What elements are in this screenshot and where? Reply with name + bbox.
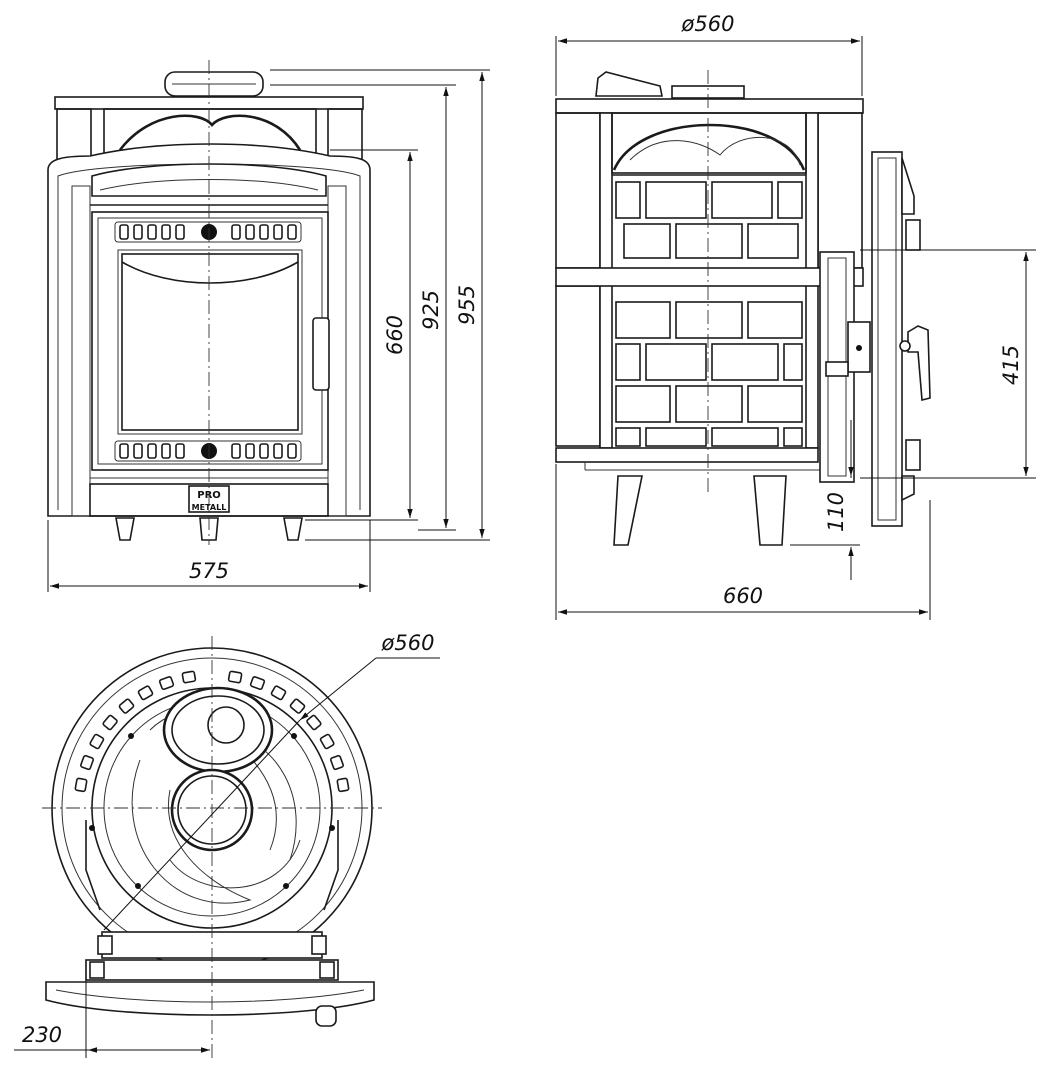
top-rear-outlet <box>162 686 274 774</box>
brand-logo-line2: METALL <box>192 503 227 512</box>
front-glass-window <box>121 253 299 431</box>
side-mesh-rear <box>817 112 863 269</box>
side-open-door <box>819 151 931 527</box>
front-door-handle <box>312 317 330 391</box>
side-door-panel <box>871 151 903 527</box>
top-view <box>42 636 382 1060</box>
top-door-plate <box>45 981 375 1016</box>
side-view <box>555 70 931 546</box>
front-door <box>91 211 329 471</box>
dim-front-height-925: 925 <box>419 290 443 330</box>
dim-side-door-height: 415 <box>999 345 1023 385</box>
side-bricks-lower <box>615 301 803 447</box>
side-leg-front <box>613 475 643 546</box>
side-middle-band <box>555 267 864 287</box>
front-dimensions: 575 660 925 955 <box>47 69 490 592</box>
side-dimensions: ø560 415 110 660 <box>555 12 1036 620</box>
top-vent-ring <box>74 670 350 793</box>
dim-front-total-height: 955 <box>455 285 479 325</box>
side-bricks-upper <box>615 181 803 259</box>
side-top-knob <box>595 71 663 97</box>
side-mesh-front <box>555 112 601 269</box>
dim-side-depth: 660 <box>723 584 763 608</box>
side-door-handle <box>907 325 931 402</box>
front-view: PRO METALL <box>47 60 371 545</box>
dim-top-diameter: ø560 <box>381 631 435 655</box>
dim-side-diameter: ø560 <box>681 12 735 36</box>
dim-side-leg-height: 110 <box>824 492 848 532</box>
top-dimensions: ø560 230 <box>14 631 440 1058</box>
dim-front-body-height: 660 <box>383 315 407 355</box>
side-bottom-plate <box>555 447 819 463</box>
side-leg-rear <box>753 475 787 546</box>
side-top-plate <box>555 98 864 114</box>
dim-top-offset: 230 <box>22 1023 62 1047</box>
dim-front-width: 575 <box>189 559 229 583</box>
